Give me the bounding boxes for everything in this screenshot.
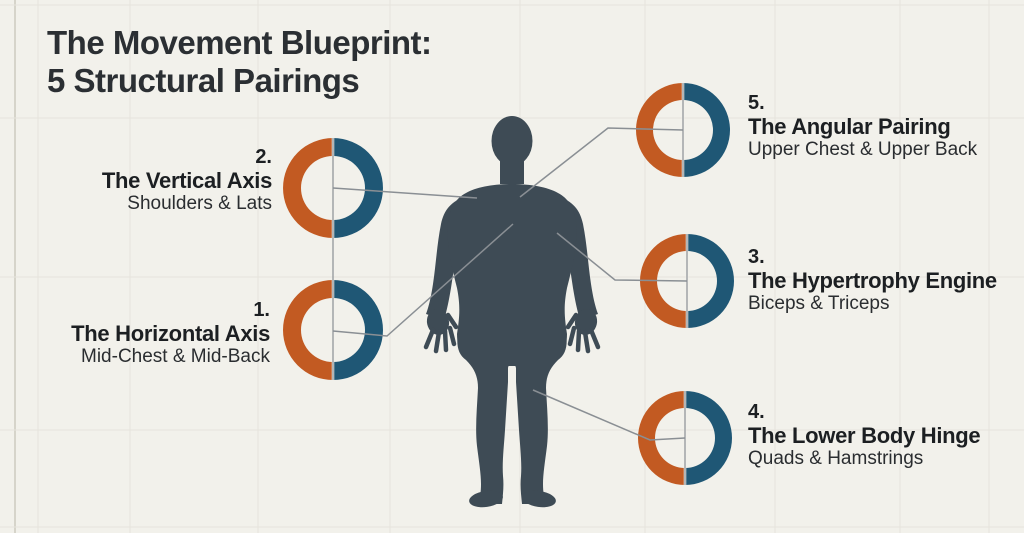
right-foot [522,490,556,508]
connector-upper-arm [556,232,688,282]
connector-upper-chest [519,127,684,198]
connector-shoulder [332,187,478,199]
pairing-muscles: Shoulders & Lats [127,193,272,214]
pairing-muscles: Biceps & Triceps [748,293,890,314]
head [491,116,533,166]
title-line-2: 5 Structural Pairings [47,62,360,99]
pairing-label-hypertrophy-engine: 3. The Hypertrophy Engine Biceps & Trice… [748,246,997,315]
pairing-name: The Vertical Axis [101,168,272,193]
human-body-silhouette [423,116,601,508]
connector-lines [332,83,688,485]
pairing-muscles: Mid-Chest & Mid-Back [81,346,270,367]
pairing-number: 5. [748,92,765,114]
left-foot [469,490,503,508]
connector-thigh [532,389,686,441]
pairing-name: The Angular Pairing [748,114,951,139]
pairing-label-vertical-axis: 2. The Vertical Axis Shoulders & Lats [0,146,272,215]
pairing-name: The Lower Body Hinge [748,423,981,448]
legs [457,330,567,504]
pairing-number: 2. [255,146,272,168]
pairing-name: The Horizontal Axis [71,321,270,346]
pairing-label-angular-pairing: 5. The Angular Pairing Upper Chest & Upp… [748,92,977,161]
title-line-1: The Movement Blueprint: [47,24,432,61]
pairing-label-horizontal-axis: 1. The Horizontal Axis Mid-Chest & Mid-B… [0,299,270,368]
pairing-muscles: Quads & Hamstrings [748,448,924,469]
pairing-label-lower-body-hinge: 4. The Lower Body Hinge Quads & Hamstrin… [748,401,981,470]
left-hand [423,309,459,354]
right-hand [565,309,601,354]
pairing-muscles: Upper Chest & Upper Back [748,139,978,160]
pairing-number: 3. [748,246,765,268]
pairing-number: 1. [253,299,270,321]
pairing-name: The Hypertrophy Engine [748,268,997,293]
neck [500,156,524,184]
pairing-number: 4. [748,401,765,423]
torso [447,184,577,366]
connector-mid-chest [332,223,514,337]
page-title: The Movement Blueprint: 5 Structural Pai… [47,24,432,100]
